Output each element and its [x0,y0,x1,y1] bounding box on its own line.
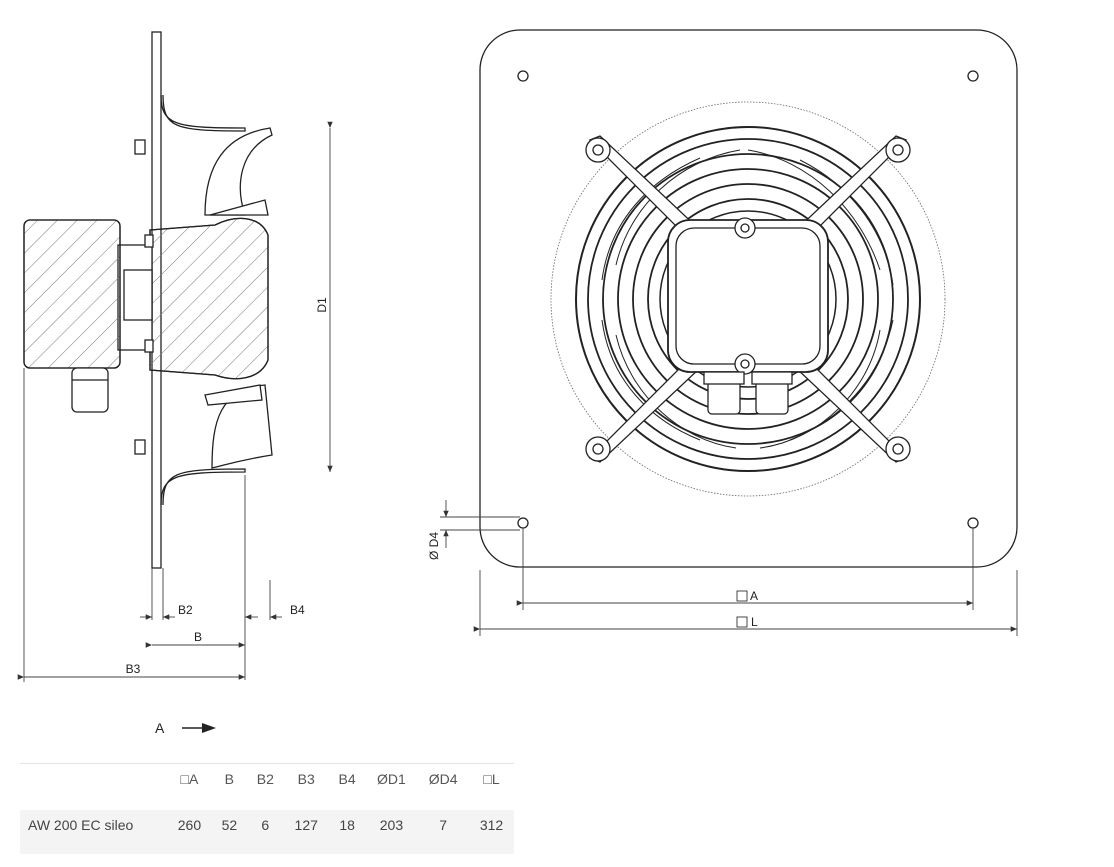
cell-b3: 127 [283,810,329,840]
table-header-row: □A B B2 B3 B4 ØD1 ØD4 □L [20,763,514,794]
box-screw-top [734,217,756,239]
outer-reference-circle [550,101,946,497]
l-dimension-label: L [751,615,758,629]
d1-label: D1 [315,297,329,313]
header-l: □L [469,763,514,794]
header-a: □A [167,763,212,794]
front-view-dimensions [440,500,1018,636]
box-screw-bottom [734,353,756,375]
cell-b4: 18 [328,810,366,840]
front-view [479,29,1018,568]
cell-model: AW 200 EC sileo [20,810,167,840]
side-view-dimension-text: D1 B2 B4 B B3 [126,297,329,676]
blade-bottom-upper [204,384,263,406]
terminal-box-front [667,219,829,373]
header-d4: ØD4 [417,763,470,794]
b2-label: B2 [178,603,193,617]
inlet-ring-top [160,94,246,132]
header-b2: B2 [246,763,284,794]
b4-label: B4 [290,603,305,617]
dimensions-table: □A B B2 B3 B4 ØD1 ØD4 □L AW 200 EC sileo… [20,763,514,854]
blade-top-lower [209,199,269,216]
cell-b2: 6 [246,810,284,840]
square-symbol-l [736,616,748,628]
b3-label: B3 [126,662,141,676]
front-view-dimension-text: Ø D4 A L [427,532,758,629]
direction-arrow-icon [182,723,216,733]
terminal-box-section [23,219,121,369]
mounting-holes [517,70,979,529]
header-d1: ØD1 [365,763,418,794]
cable-gland [71,367,109,413]
arm-bolts [585,137,911,462]
motor-hub-section [149,217,269,380]
side-view-dimensions [17,121,333,682]
direction-label: A [155,720,165,736]
cell-a: 260 [167,810,212,840]
cell-l: 312 [469,810,514,840]
guard-support-arms [588,135,908,463]
side-view [23,31,273,569]
square-symbol-a [736,590,748,602]
cell-b: 52 [211,810,247,840]
d4-label: Ø D4 [427,532,441,560]
guard-bolts-side [134,139,154,455]
header-b: B [211,763,247,794]
header-model [20,763,167,794]
fan-guard-rings [575,126,921,472]
blade-top-upper [204,127,273,216]
header-b4: B4 [328,763,366,794]
b-label: B [194,630,202,644]
header-b3: B3 [283,763,329,794]
cell-d4: 7 [417,810,470,840]
fan-blades-front [601,149,894,449]
a-dimension-label: A [750,589,758,603]
inlet-ring-bottom [160,468,246,506]
cell-d1: 203 [365,810,418,840]
table-row: AW 200 EC sileo 260 52 6 127 18 203 7 31… [20,810,514,840]
